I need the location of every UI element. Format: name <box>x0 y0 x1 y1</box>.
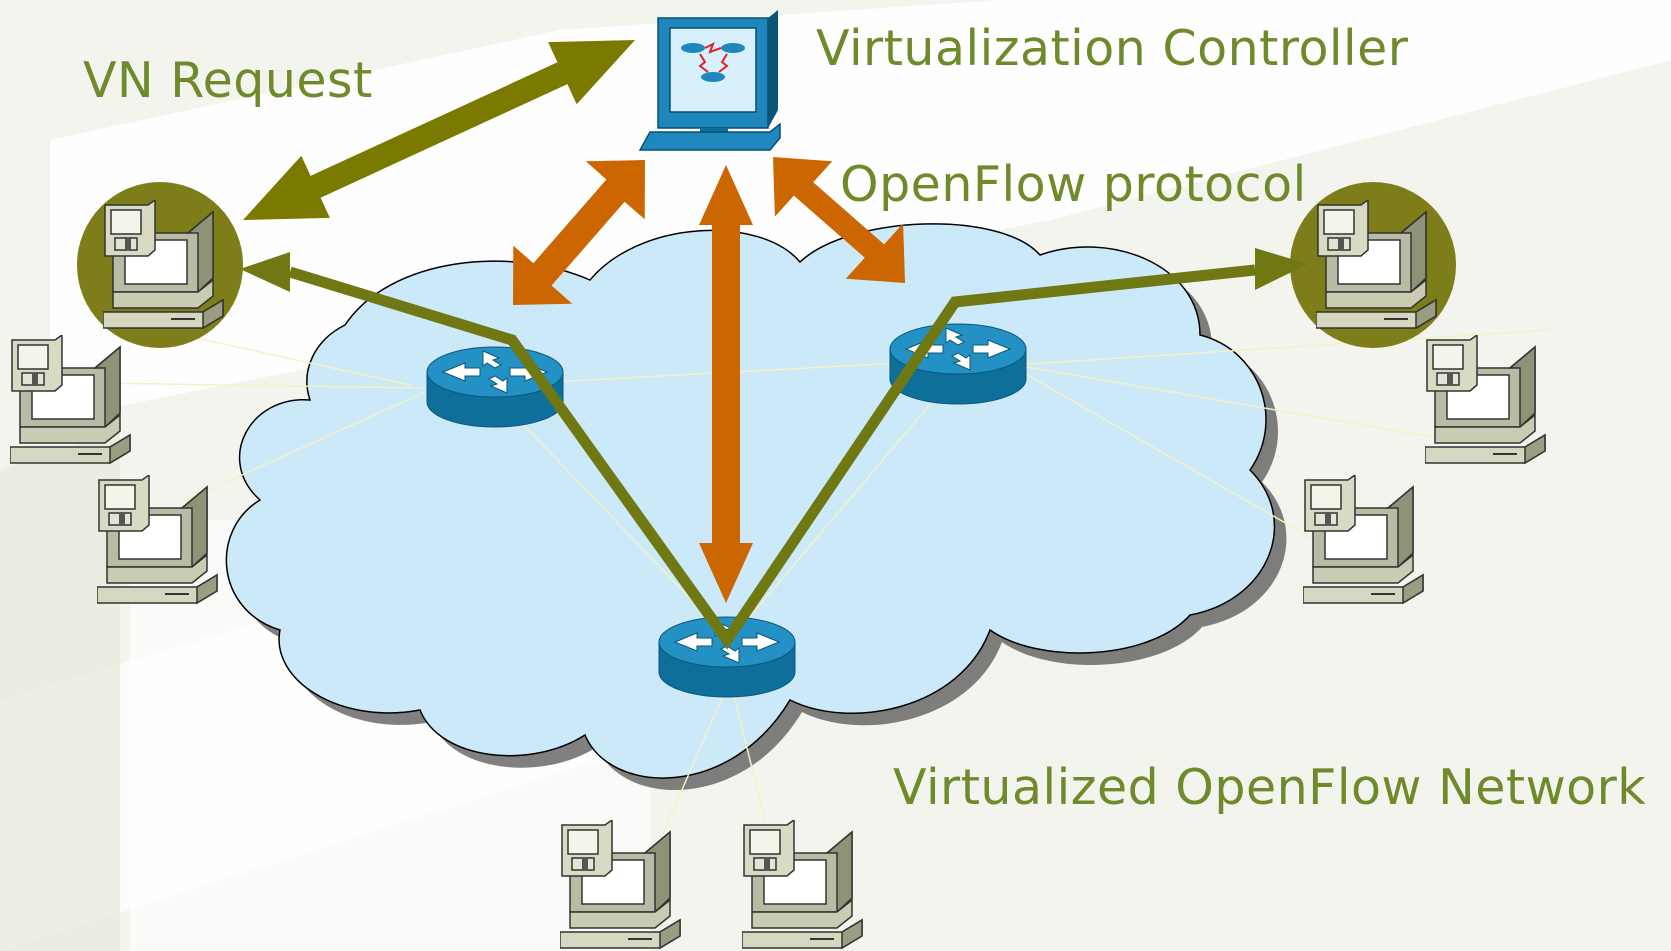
host-icon <box>1303 475 1424 604</box>
openflow-arrow-right <box>773 157 905 283</box>
openflow-protocol-label: OpenFlow protocol <box>840 156 1307 213</box>
virtual-network-path <box>240 248 1308 650</box>
controller-label: Virtualization Controller <box>816 20 1409 77</box>
vn-host-right <box>1290 182 1456 348</box>
host-icon <box>1425 335 1546 464</box>
openflow-arrow-center <box>699 165 753 603</box>
workstation-icon <box>638 10 781 151</box>
host-icon <box>742 820 863 949</box>
openflow-arrows <box>513 157 905 603</box>
vn-host-left <box>77 182 243 348</box>
openflow-arrow-left <box>513 160 645 305</box>
vn-request-arrow <box>243 40 635 220</box>
openflow-switch-bottom <box>658 616 796 698</box>
vn-request-label: VN Request <box>83 52 373 109</box>
physical-links <box>94 329 1551 841</box>
network-label: Virtualized OpenFlow Network <box>893 759 1647 816</box>
cloud <box>225 223 1287 791</box>
